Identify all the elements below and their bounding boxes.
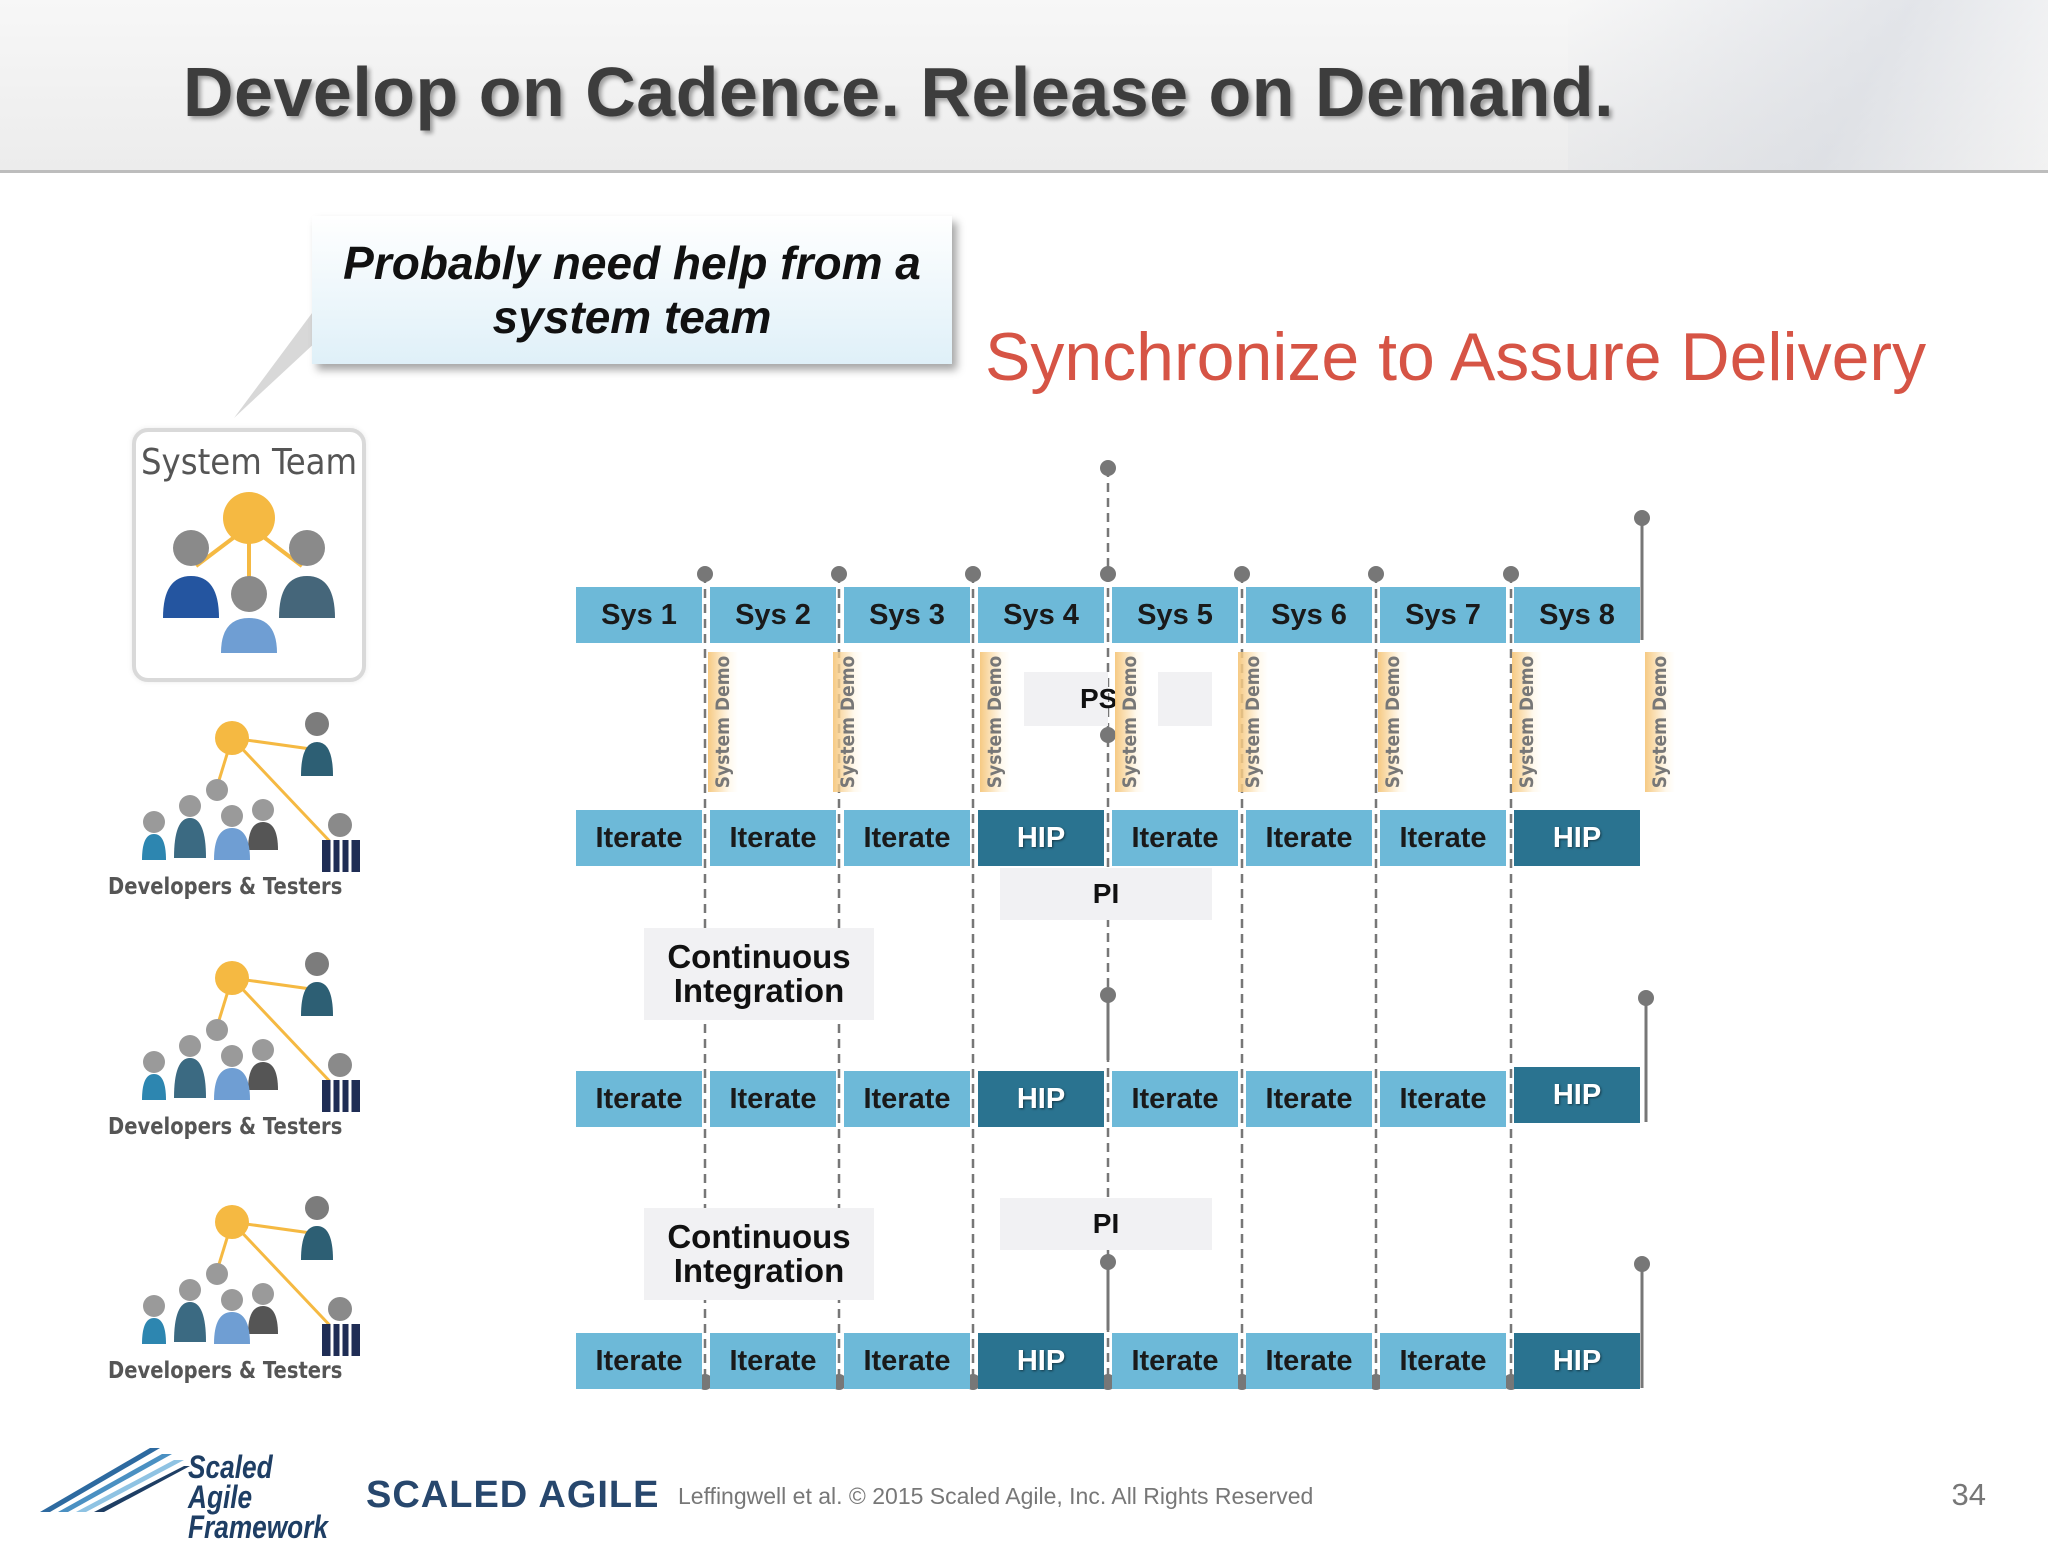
- system-demo-label: System Demo: [1242, 656, 1264, 789]
- continuous-integration-label: Continuous Integration: [644, 1208, 874, 1300]
- pi-boundary-dot: [1100, 727, 1116, 743]
- iterate-cell: Iterate: [844, 1071, 970, 1127]
- iterate-cell: Iterate: [844, 810, 970, 866]
- ps-label: PS: [1080, 672, 1120, 726]
- system-demo-band: System Demo: [833, 652, 863, 792]
- system-demo-label: System Demo: [837, 656, 859, 789]
- sync-point-dot: [1503, 566, 1519, 582]
- system-demo-band: System Demo: [1512, 652, 1542, 792]
- sys-cell: Sys 1: [576, 587, 702, 643]
- sync-point-dot: [697, 566, 713, 582]
- sync-point-dot: [1100, 566, 1116, 582]
- iterate-cell: Iterate: [576, 1071, 702, 1127]
- sys-cell: Sys 6: [1246, 587, 1372, 643]
- pi-boundary-dot: [1100, 987, 1116, 1003]
- system-demo-label: System Demo: [1382, 656, 1404, 789]
- system-demo-band: System Demo: [708, 652, 738, 792]
- pi-boundary-dot: [1100, 460, 1116, 476]
- sync-point-dot: [1234, 566, 1250, 582]
- continuous-integration-label: Continuous Integration: [644, 928, 874, 1020]
- hip-cell: HIP: [1514, 1333, 1640, 1389]
- hip-cell: HIP: [1514, 1067, 1640, 1123]
- system-demo-band: System Demo: [1645, 652, 1675, 792]
- iterate-cell: Iterate: [710, 1333, 836, 1389]
- sys-cell: Sys 3: [844, 587, 970, 643]
- iterate-cell: Iterate: [710, 1071, 836, 1127]
- iterate-cell: Iterate: [1380, 810, 1506, 866]
- page-number: 34: [1952, 1477, 1986, 1513]
- system-demo-label: System Demo: [1516, 656, 1538, 789]
- hip-cell: HIP: [978, 810, 1104, 866]
- sys-cell: Sys 7: [1380, 587, 1506, 643]
- saf-logo-text: Scaled Agile Framework: [188, 1452, 319, 1542]
- pi-label: PI: [1000, 868, 1212, 920]
- system-demo-label: System Demo: [984, 656, 1006, 789]
- iterate-cell: Iterate: [1112, 1071, 1238, 1127]
- iterate-cell: Iterate: [1246, 1071, 1372, 1127]
- scaled-agile-logo: SCALED AGILE: [366, 1474, 660, 1517]
- iterate-cell: Iterate: [1380, 1071, 1506, 1127]
- footer-copyright: Leffingwell et al. © 2015 Scaled Agile, …: [678, 1483, 1313, 1510]
- system-demo-band: System Demo: [980, 652, 1010, 792]
- system-demo-band: System Demo: [1238, 652, 1268, 792]
- pi-label: PI: [1000, 1198, 1212, 1250]
- sys-cell: Sys 8: [1514, 587, 1640, 643]
- pi-boundary-dot: [1100, 1254, 1116, 1270]
- pi-end-dot: [1634, 1256, 1650, 1272]
- hip-cell: HIP: [978, 1071, 1104, 1127]
- hip-cell: HIP: [978, 1333, 1104, 1389]
- iterate-cell: Iterate: [844, 1333, 970, 1389]
- system-demo-band: System Demo: [1115, 652, 1145, 792]
- hip-cell: HIP: [1514, 810, 1640, 866]
- iterate-cell: Iterate: [1380, 1333, 1506, 1389]
- iterate-cell: Iterate: [576, 810, 702, 866]
- pi-end-dot: [1638, 990, 1654, 1006]
- iterate-cell: Iterate: [1112, 810, 1238, 866]
- iterate-cell: Iterate: [710, 810, 836, 866]
- iterate-cell: Iterate: [1246, 810, 1372, 866]
- system-demo-label: System Demo: [712, 656, 734, 789]
- pi-end-dot: [1634, 510, 1650, 526]
- sync-point-dot: [1368, 566, 1384, 582]
- saf-logo-icon: [40, 1444, 190, 1514]
- sync-point-dot: [831, 566, 847, 582]
- ps-box-right: [1158, 672, 1212, 726]
- sys-cell: Sys 5: [1112, 587, 1238, 643]
- system-demo-label: System Demo: [1119, 656, 1141, 789]
- iterate-cell: Iterate: [576, 1333, 702, 1389]
- sys-cell: Sys 2: [710, 587, 836, 643]
- sync-point-dot: [965, 566, 981, 582]
- system-demo-band: System Demo: [1378, 652, 1408, 792]
- system-demo-label: System Demo: [1649, 656, 1671, 789]
- iterate-cell: Iterate: [1112, 1333, 1238, 1389]
- sys-cell: Sys 4: [978, 587, 1104, 643]
- iterate-cell: Iterate: [1246, 1333, 1372, 1389]
